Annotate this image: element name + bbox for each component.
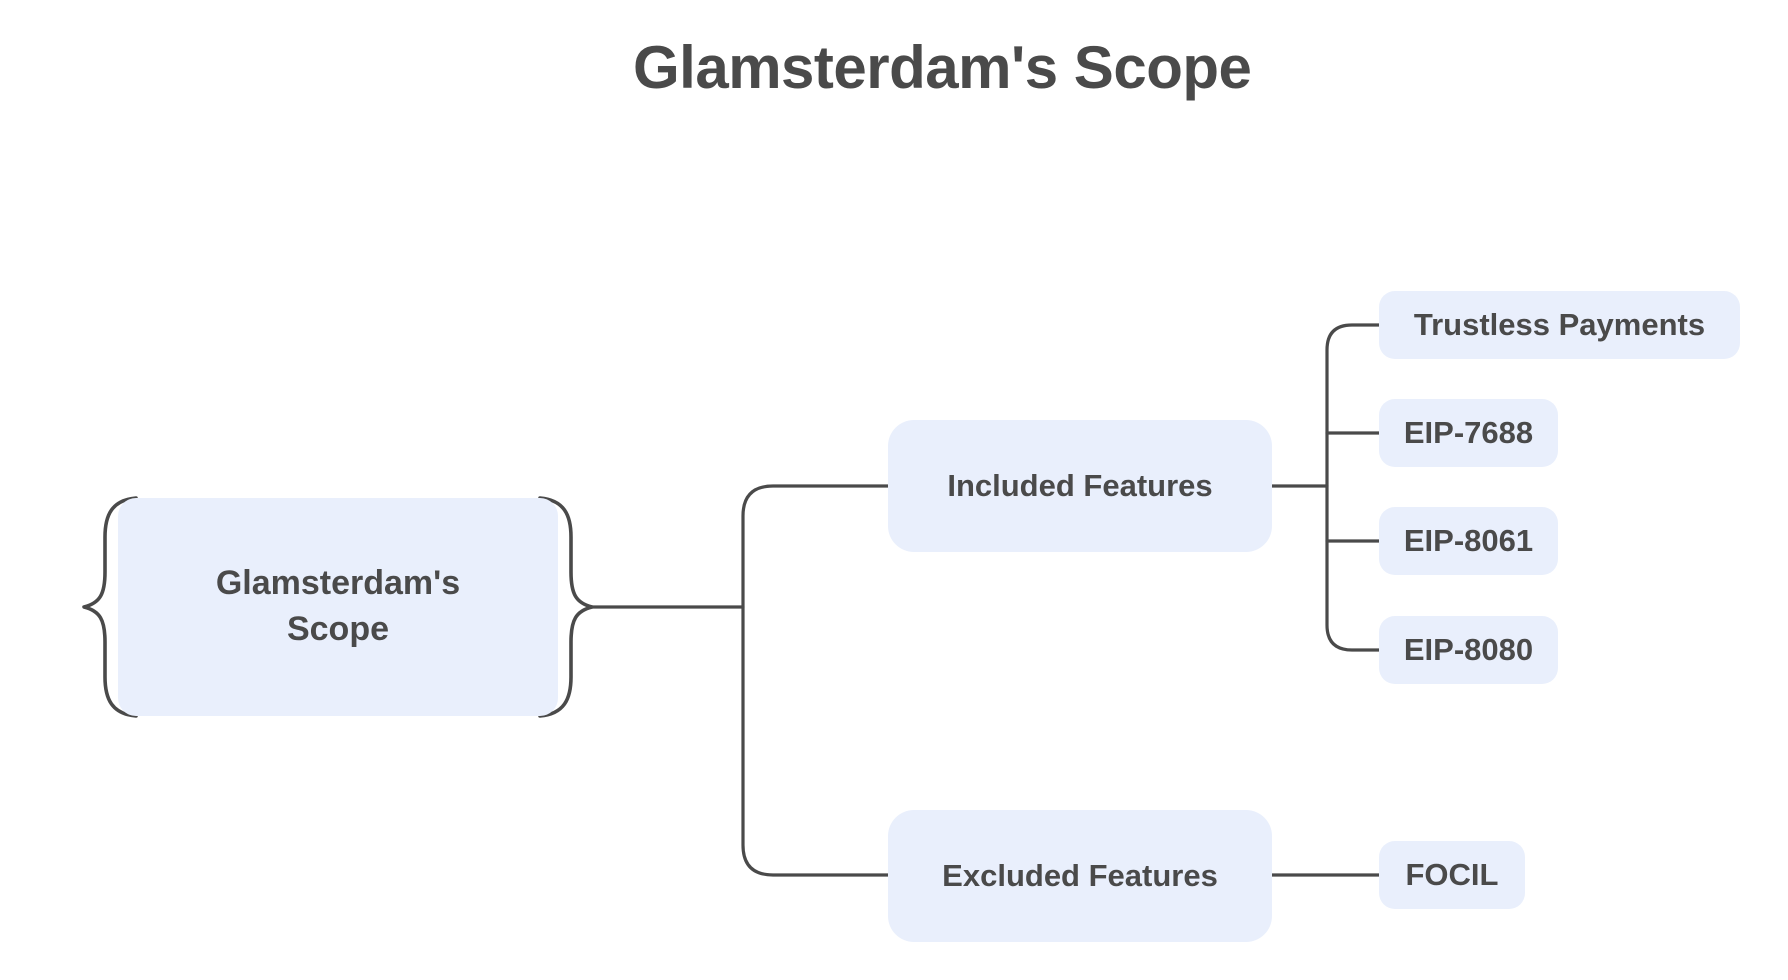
leaf-node-label: EIP-7688 (1403, 415, 1534, 450)
branch-node-label: Excluded Features (942, 858, 1218, 893)
diagram-title: Glamsterdam's Scope (633, 34, 1252, 101)
leaf-node-eip-8061: EIP-8061 (1379, 507, 1558, 575)
root-brace-left (82, 496, 138, 718)
leaf-node-label: FOCIL (1405, 857, 1499, 892)
edge-main-trunk (741, 484, 890, 877)
branch-node-included-features: Included Features (888, 420, 1272, 552)
branch-node-excluded-features: Excluded Features (888, 810, 1272, 942)
leaf-node-trustless-payments: Trustless Payments (1379, 291, 1740, 359)
branch-node-label: Included Features (947, 468, 1213, 503)
root-node: Glamsterdam's Scope (118, 498, 558, 716)
leaf-node-eip-8080: EIP-8080 (1379, 616, 1558, 684)
edge-children-trunk (1325, 323, 1381, 652)
leaf-node-label: EIP-8061 (1403, 523, 1534, 558)
leaf-node-label: Trustless Payments (1413, 307, 1706, 342)
leaf-node-focil: FOCIL (1379, 841, 1525, 909)
leaf-node-eip-7688: EIP-7688 (1379, 399, 1558, 467)
root-node-label: Glamsterdam's Scope (215, 564, 461, 648)
leaf-node-label: EIP-8080 (1403, 632, 1534, 667)
